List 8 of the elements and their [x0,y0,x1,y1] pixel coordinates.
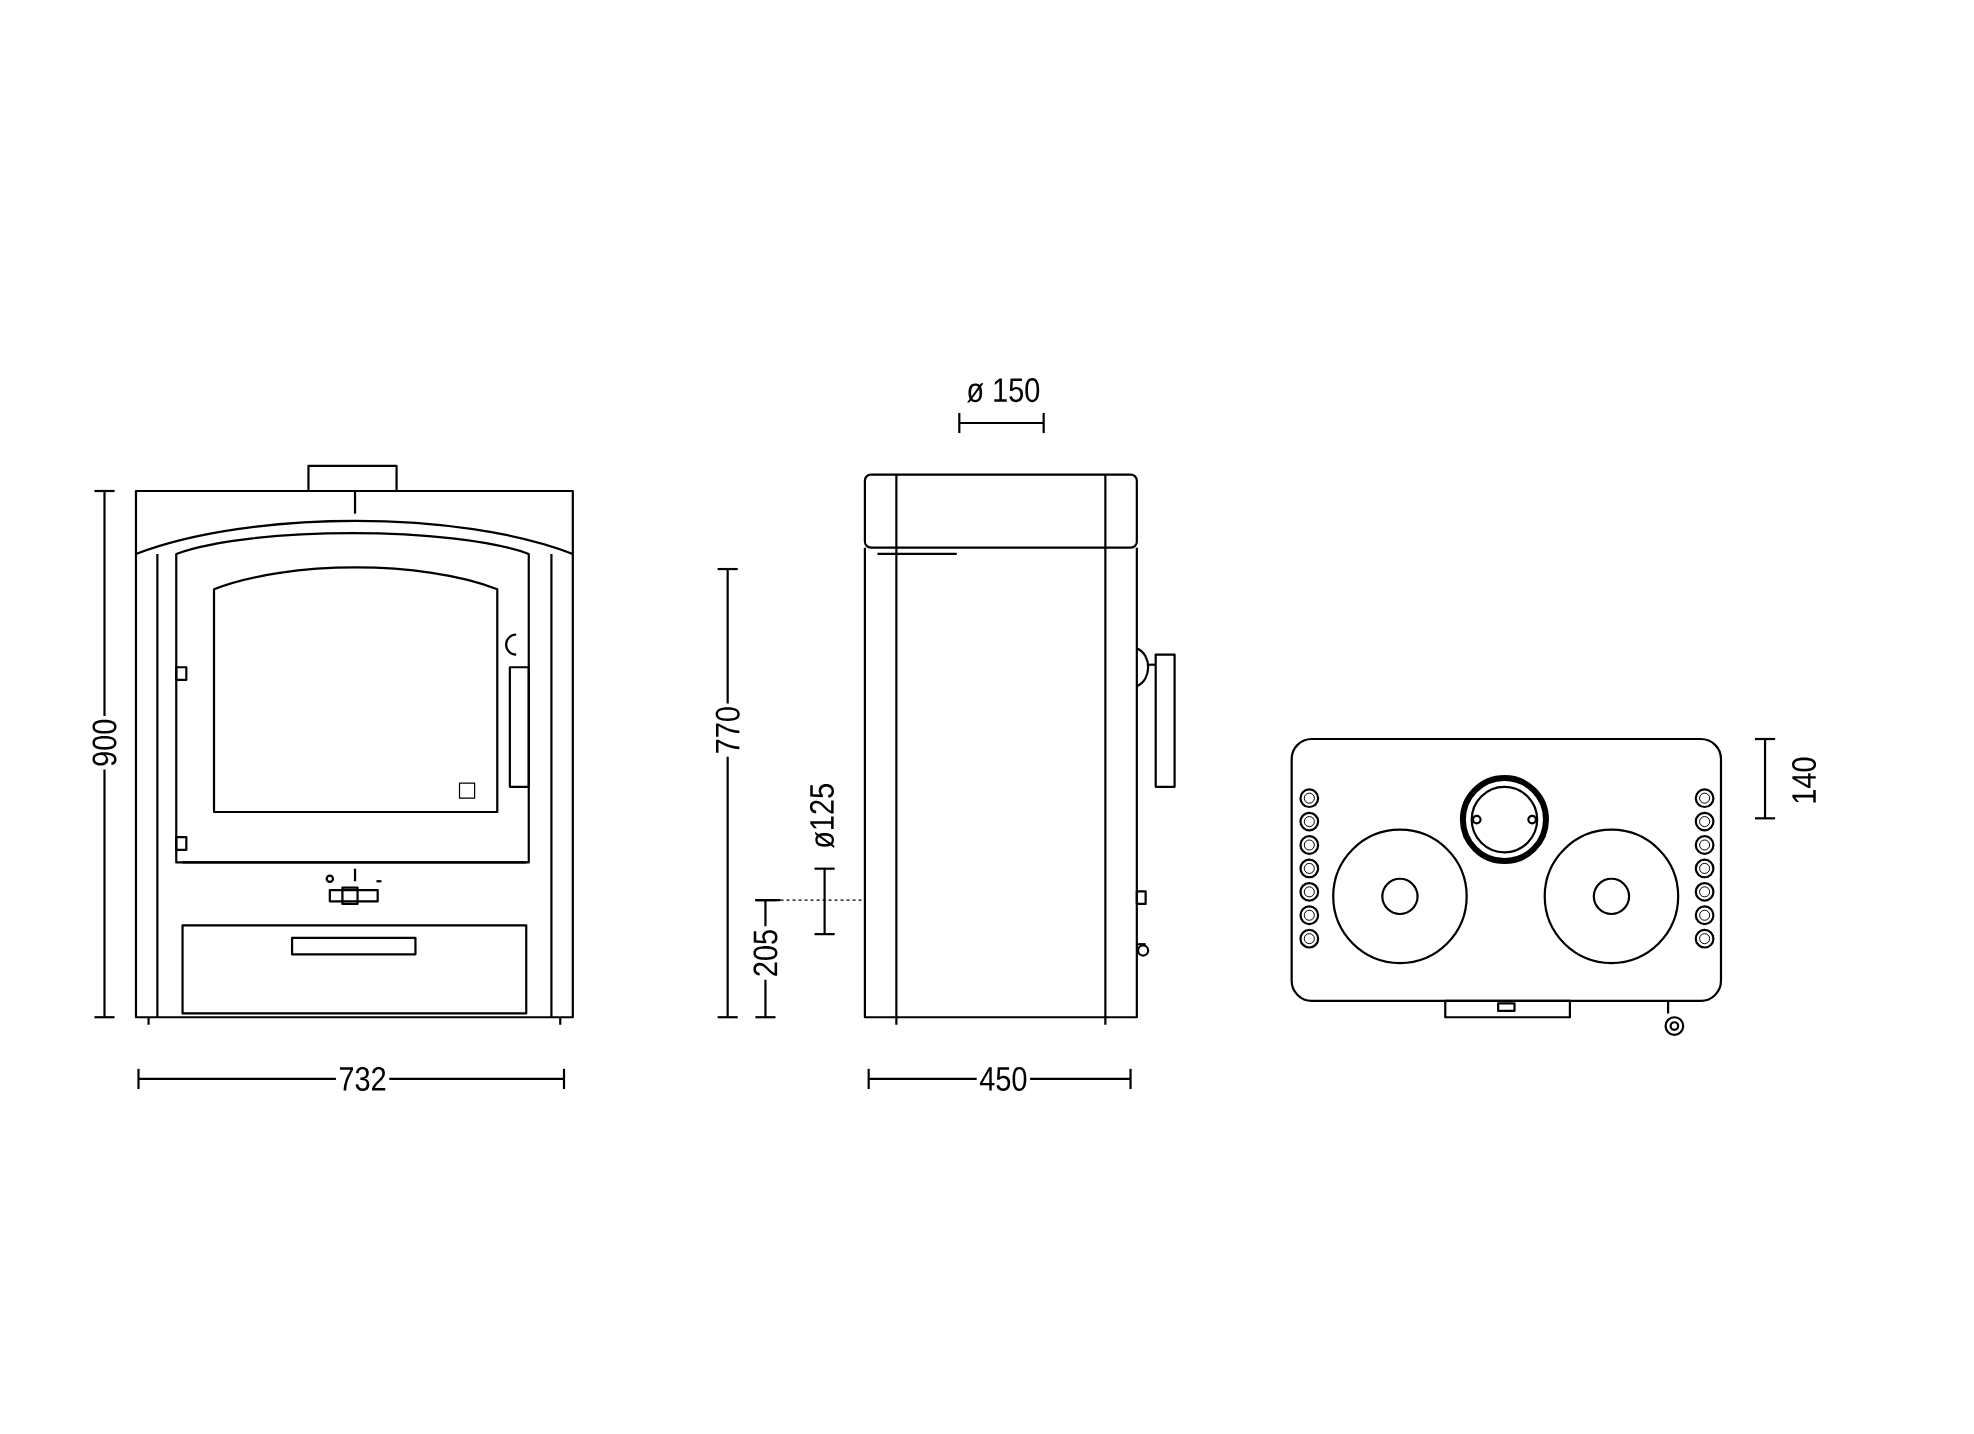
dimension-label: ø 150 [963,375,1043,406]
dimension-label: ø125 [806,780,838,852]
dimension-label: 770 [712,703,743,757]
dimension-label: 450 [976,1063,1031,1094]
dimension-label: 732 [335,1063,390,1094]
dimension-label: 205 [750,926,781,980]
dimension-label: 900 [89,716,120,770]
dimension-label: 140 [1789,753,1820,808]
